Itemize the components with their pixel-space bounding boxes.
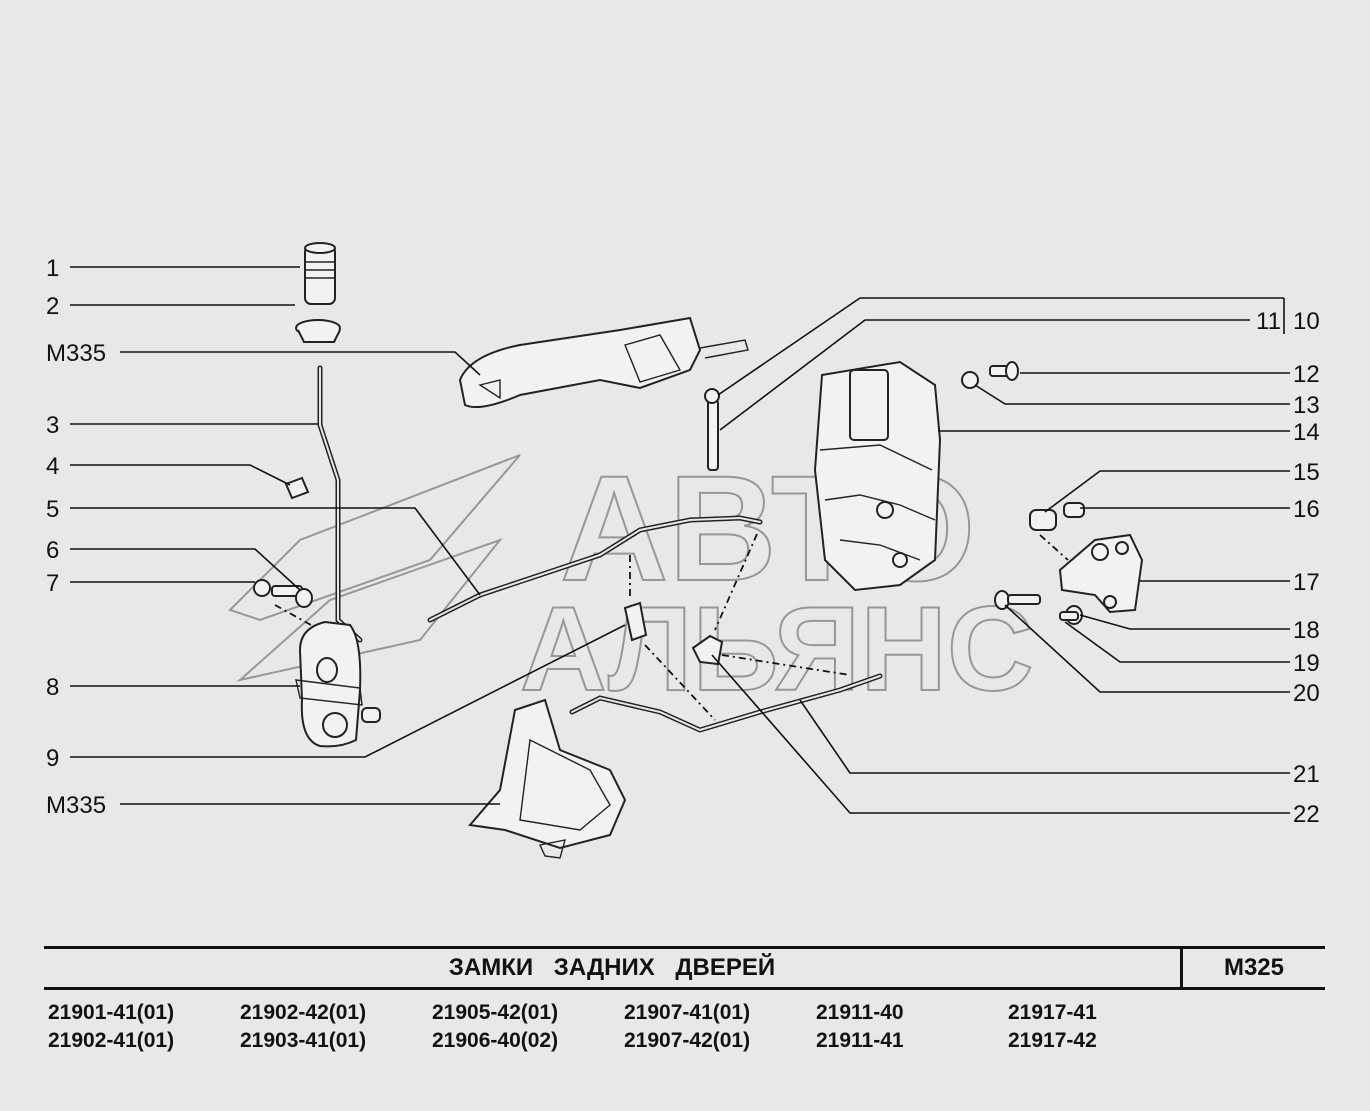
- model-code: 21906-40(02): [432, 1029, 559, 1052]
- callout-10: 10: [1293, 308, 1320, 335]
- model-code: 21903-41(01): [240, 1029, 367, 1052]
- callout-7: 7: [46, 570, 59, 597]
- title-divider: [1180, 949, 1183, 987]
- callout-14: 14: [1293, 419, 1320, 446]
- part-2-bezel: [295, 319, 341, 343]
- part-9-clip: [623, 601, 648, 642]
- callout-4: 4: [46, 453, 59, 480]
- callout-m335-inner: М335: [46, 792, 106, 819]
- part-8-lock-housing: [295, 620, 381, 748]
- part-17-bracket: [1058, 533, 1144, 614]
- part-16-bushing: [1063, 502, 1085, 518]
- callout-m335-outer: М335: [46, 340, 106, 367]
- callout-20: 20: [1293, 680, 1320, 707]
- part-3-rod: [317, 365, 363, 643]
- model-list: 21901-41(01) 21902-41(01) 21902-42(01) 2…: [48, 1001, 1328, 1061]
- part-13-washer: [961, 371, 979, 389]
- part-15-bushing: [1029, 509, 1057, 531]
- watermark-line2: АЛЬЯНС: [520, 582, 1034, 716]
- callout-15: 15: [1293, 459, 1320, 486]
- callout-2: 2: [46, 293, 59, 320]
- part-4-clip: [284, 476, 310, 500]
- part-1-sleeve: [304, 242, 336, 305]
- callout-19: 19: [1293, 650, 1320, 677]
- model-code: 21911-41: [816, 1029, 904, 1052]
- callout-1: 1: [46, 255, 59, 282]
- callout-6: 6: [46, 537, 59, 564]
- part-20-bolt: [994, 590, 1041, 610]
- callout-13: 13: [1293, 392, 1320, 419]
- callout-9: 9: [46, 745, 59, 772]
- model-code: 21901-41(01): [48, 1001, 175, 1024]
- callouts-right: 11 10 12 13 14 15 16 17 18 19 20 21 22: [1256, 308, 1320, 828]
- model-code: 21907-42(01): [624, 1029, 751, 1052]
- model-code: 21907-41(01): [624, 1001, 751, 1024]
- callout-8: 8: [46, 674, 59, 701]
- callout-11: 11: [1256, 308, 1281, 335]
- diagram-code: М325: [1223, 954, 1285, 981]
- outer-door-handle: [458, 316, 749, 408]
- model-code: 21902-41(01): [48, 1029, 175, 1052]
- model-code: 21902-42(01): [240, 1001, 367, 1024]
- callout-12: 12: [1293, 361, 1320, 388]
- diagram-title: ЗАМКИ ЗАДНИХ ДВЕРЕЙ: [448, 954, 776, 981]
- watermark-logo: [228, 454, 521, 682]
- leader-lines: [70, 266, 1290, 814]
- part-6-washer: [253, 579, 271, 597]
- callout-3: 3: [46, 412, 59, 439]
- title-block: ЗАМКИ ЗАДНИХ ДВЕРЕЙ М325: [44, 946, 1325, 990]
- callout-18: 18: [1293, 617, 1320, 644]
- callout-21: 21: [1293, 761, 1320, 788]
- callouts-left: 1 2 М335 3 4 5 6 7 8 9 М335: [46, 255, 106, 819]
- model-code: 21905-42(01): [432, 1001, 559, 1024]
- model-code: 21917-42: [1008, 1029, 1097, 1052]
- model-code: 21917-41: [1008, 1001, 1097, 1024]
- callout-22: 22: [1293, 801, 1320, 828]
- model-code: 21911-40: [816, 1001, 904, 1024]
- part-14-lock-body: [813, 360, 942, 592]
- part-7-screw: [271, 585, 313, 608]
- callout-5: 5: [46, 496, 59, 523]
- callout-16: 16: [1293, 496, 1320, 523]
- part-12-screw: [989, 361, 1019, 381]
- inner-door-handle: [468, 698, 627, 859]
- exploded-parts-diagram: АВТО АЛЬЯНС: [46, 242, 1320, 859]
- part-18-screw: [1059, 605, 1083, 625]
- part-11-link-rod: [704, 388, 720, 471]
- callout-17: 17: [1293, 569, 1320, 596]
